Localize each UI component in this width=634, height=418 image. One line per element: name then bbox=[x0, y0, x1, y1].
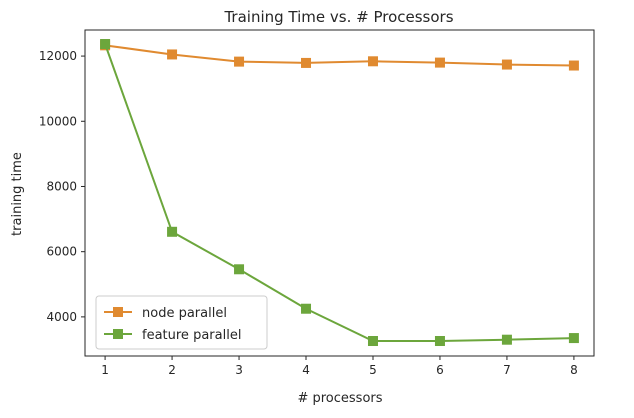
series-layer bbox=[100, 39, 579, 347]
x-tick-label: 8 bbox=[570, 363, 578, 377]
y-axis-ticks: 4000 6000 8000 10000 12000 bbox=[39, 49, 85, 324]
x-tick-label: 7 bbox=[503, 363, 511, 377]
data-point-feature-parallel bbox=[100, 39, 111, 50]
data-point-node-parallel bbox=[367, 56, 378, 67]
data-point-feature-parallel bbox=[367, 336, 378, 347]
data-point-node-parallel bbox=[234, 56, 245, 67]
x-tick-label: 4 bbox=[302, 363, 310, 377]
data-point-node-parallel bbox=[301, 57, 312, 68]
data-point-node-parallel bbox=[501, 59, 512, 70]
y-tick-label: 12000 bbox=[39, 49, 77, 63]
y-tick-label: 6000 bbox=[46, 245, 77, 259]
data-point-node-parallel bbox=[434, 57, 445, 68]
legend-marker-node-parallel bbox=[113, 307, 123, 317]
data-point-node-parallel bbox=[568, 60, 579, 71]
x-tick-label: 2 bbox=[168, 363, 176, 377]
legend-label-feature-parallel: feature parallel bbox=[142, 328, 241, 343]
y-tick-label: 4000 bbox=[46, 310, 77, 324]
y-tick-label: 10000 bbox=[39, 114, 77, 128]
series-line-feature-parallel bbox=[104, 43, 574, 343]
legend-items: node parallel feature parallel bbox=[104, 306, 241, 343]
data-point-feature-parallel bbox=[434, 336, 445, 347]
x-axis-title: # processors bbox=[297, 391, 382, 406]
x-tick-label: 1 bbox=[101, 363, 109, 377]
x-tick-label: 6 bbox=[436, 363, 444, 377]
data-point-feature-parallel bbox=[234, 264, 245, 275]
chart-title: Training Time vs. # Processors bbox=[223, 8, 453, 26]
data-point-feature-parallel bbox=[301, 303, 312, 314]
x-axis-ticks: 1 2 3 4 5 6 7 8 bbox=[101, 356, 578, 377]
legend-marker-feature-parallel bbox=[113, 329, 123, 339]
x-tick-label: 5 bbox=[369, 363, 377, 377]
legend-box bbox=[95, 295, 268, 350]
x-tick-label: 3 bbox=[235, 363, 243, 377]
series-line-node-parallel bbox=[104, 44, 574, 67]
legend: node parallel feature parallel bbox=[95, 295, 268, 350]
plot-frame bbox=[84, 29, 595, 357]
data-point-node-parallel bbox=[167, 49, 178, 60]
y-axis-title: training time bbox=[10, 152, 25, 236]
data-point-feature-parallel bbox=[501, 334, 512, 345]
data-point-feature-parallel bbox=[167, 226, 178, 237]
y-tick-label: 8000 bbox=[46, 179, 77, 193]
data-point-feature-parallel bbox=[568, 333, 579, 344]
legend-label-node-parallel: node parallel bbox=[142, 306, 227, 321]
